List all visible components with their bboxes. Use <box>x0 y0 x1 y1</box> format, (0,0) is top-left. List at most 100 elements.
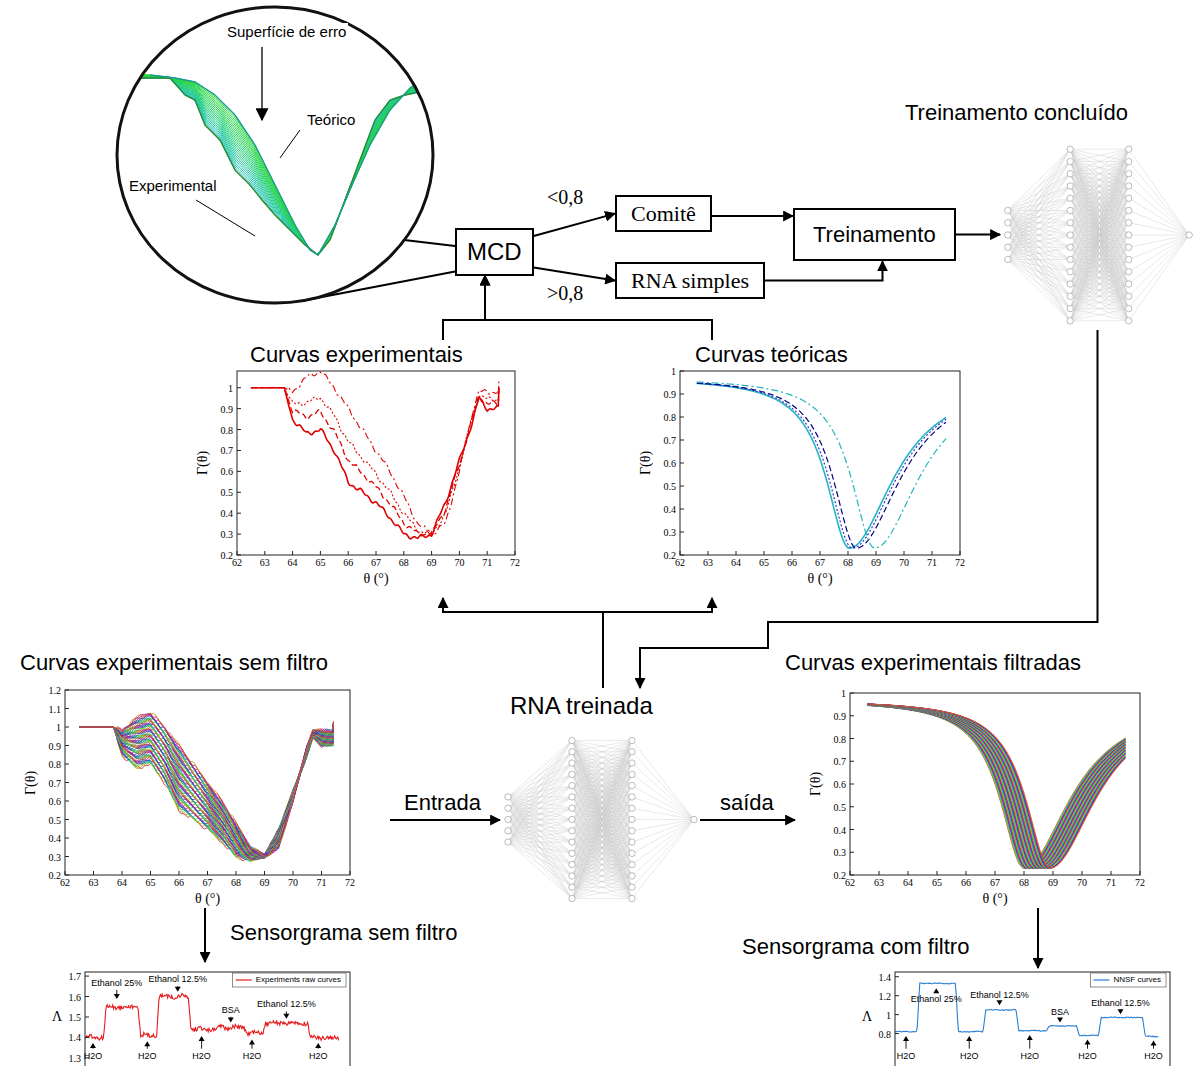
tick-mark <box>93 871 94 875</box>
filtered-curve <box>867 705 1125 869</box>
filtered-curve <box>867 705 1125 868</box>
network-link <box>508 831 572 876</box>
filtered-curve <box>867 705 1125 868</box>
tick-mark <box>1082 871 1083 875</box>
tick-mark <box>459 551 460 555</box>
annotation-arrowhead <box>1057 1017 1063 1022</box>
network-link <box>1070 223 1129 321</box>
plot-axes <box>85 972 350 1066</box>
connector <box>603 598 712 688</box>
network-link <box>1008 210 1070 259</box>
network-link <box>1008 235 1070 296</box>
tick-label: 0.8 <box>221 424 234 435</box>
edge-label: Entrada <box>402 790 483 815</box>
tick-label: 70 <box>899 557 909 568</box>
network-link <box>1129 235 1189 260</box>
network-link <box>572 842 632 898</box>
ellipse-border <box>117 7 433 303</box>
filtered-curve <box>867 705 1125 868</box>
network-neuron <box>629 771 635 777</box>
network-link <box>508 808 572 842</box>
annotation: H2O <box>1144 1051 1163 1061</box>
annotation-arrowhead <box>90 1043 96 1048</box>
edge-label: saída <box>718 790 776 815</box>
filtered-curve <box>867 704 1125 868</box>
tick-label: 0.6 <box>834 779 847 790</box>
theoretical-curve <box>150 75 425 255</box>
tick-mark <box>293 871 294 875</box>
tick-label: 72 <box>1135 877 1145 888</box>
network-link <box>572 876 632 899</box>
network-link <box>1070 296 1129 321</box>
network-neuron <box>569 839 575 845</box>
tick-mark <box>237 551 238 555</box>
tick-mark <box>680 440 684 441</box>
annotation-arrow <box>969 1040 970 1049</box>
filtered-curve <box>867 705 1125 868</box>
network-link <box>572 752 632 899</box>
network-link <box>1070 161 1129 320</box>
network-link <box>508 797 572 842</box>
network-neuron <box>569 873 575 879</box>
tick-mark <box>680 486 684 487</box>
network-neuron <box>1126 158 1132 164</box>
box-label: MCD <box>467 238 522 266</box>
annotation-arrowhead <box>903 1036 909 1041</box>
axis-label: Λ <box>862 1009 872 1025</box>
network-link <box>1008 259 1070 260</box>
annotation: H2O <box>960 1051 979 1061</box>
network-neuron <box>569 805 575 811</box>
network-link <box>508 820 572 865</box>
plot-axes <box>237 371 515 555</box>
network-link <box>1070 174 1129 321</box>
tick-mark <box>850 852 854 853</box>
experimental-curve <box>251 372 499 534</box>
network-link <box>1008 149 1070 210</box>
annotation: BSA <box>1051 1007 1069 1017</box>
network-link <box>508 820 572 876</box>
surface-line <box>140 75 425 254</box>
tick-mark <box>995 871 996 875</box>
network-link <box>1008 247 1070 272</box>
network-neuron <box>1126 269 1132 275</box>
network-neuron <box>1186 232 1192 238</box>
filtered-curve <box>867 705 1125 869</box>
tick-label: 65 <box>932 877 942 888</box>
surface-line <box>140 76 425 255</box>
tick-label: 62 <box>675 557 685 568</box>
tick-mark <box>237 555 241 556</box>
filtered-curve <box>867 704 1125 868</box>
network-link <box>508 797 572 887</box>
network-neuron <box>629 782 635 788</box>
tick-label: 0.6 <box>221 466 234 477</box>
tick-label: 0.6 <box>49 796 62 807</box>
surface-line <box>140 75 425 254</box>
network-link <box>1008 223 1070 272</box>
network-link <box>1070 149 1129 223</box>
tick-label: 66 <box>787 557 797 568</box>
network-link <box>572 740 632 763</box>
filtered-curve <box>867 705 1125 869</box>
network-link <box>632 819 694 820</box>
network-link <box>1070 320 1129 321</box>
experimental-curve <box>251 388 499 539</box>
tick-mark <box>264 871 265 875</box>
leader-line <box>280 130 300 158</box>
connector <box>956 234 1000 236</box>
filtered-curve <box>867 704 1125 868</box>
tick-mark <box>850 829 854 830</box>
network-neuron <box>1126 318 1132 324</box>
network-link <box>1129 186 1189 235</box>
ellipse-outline <box>115 5 435 305</box>
network-link <box>1070 149 1129 174</box>
network-neuron <box>1126 256 1132 262</box>
tick-label: 0.8 <box>49 759 62 770</box>
network-link <box>1008 210 1070 271</box>
plot-curves <box>697 382 946 548</box>
network-link <box>1129 235 1189 321</box>
network-link <box>572 740 632 898</box>
tick-mark <box>122 871 123 875</box>
network-link <box>1070 272 1129 321</box>
network-link <box>572 853 632 898</box>
tick-mark <box>932 551 933 555</box>
